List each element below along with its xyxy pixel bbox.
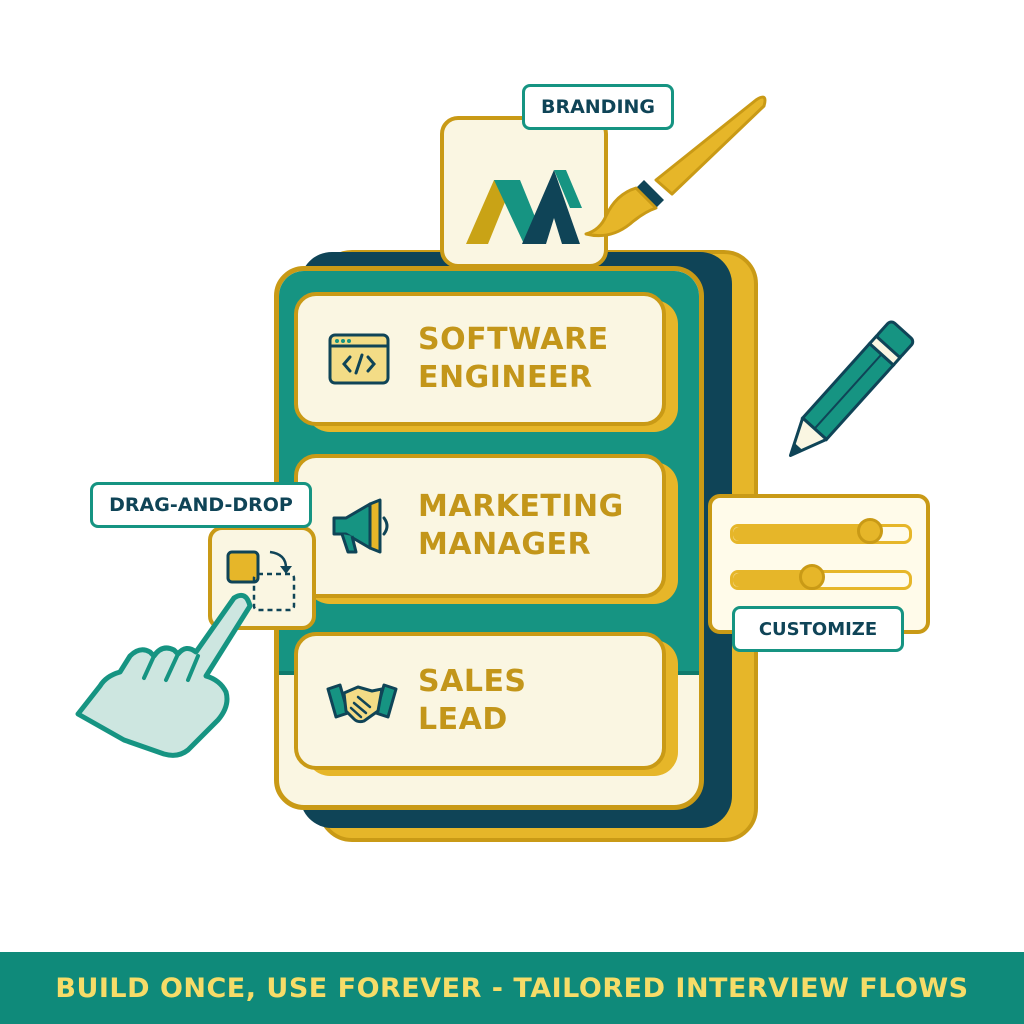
megaphone-icon <box>324 498 394 554</box>
slider-knob[interactable] <box>857 518 884 544</box>
footer-banner: BUILD ONCE, USE FOREVER - TAILORED INTER… <box>0 952 1024 1024</box>
branding-tile[interactable] <box>440 116 608 268</box>
drag-drop-tag: DRAG-AND-DROP <box>90 482 312 528</box>
slider-track[interactable] <box>730 524 912 544</box>
paintbrush-icon <box>584 95 767 238</box>
customize-tag: CUSTOMIZE <box>732 606 904 652</box>
slider-knob[interactable] <box>799 564 826 590</box>
role-card-sales-lead[interactable]: SALES LEAD <box>294 632 666 770</box>
banner-text: BUILD ONCE, USE FOREVER - TAILORED INTER… <box>55 972 969 1004</box>
pencil-icon <box>788 320 915 457</box>
role-card-marketing-manager[interactable]: MARKETING MANAGER <box>294 454 666 598</box>
branding-tag: BRANDING <box>522 84 674 130</box>
pointing-hand-icon <box>75 592 253 758</box>
role-title: MARKETING MANAGER <box>418 489 624 562</box>
brand-logo-icon <box>466 170 582 244</box>
role-title: SOFTWARE ENGINEER <box>418 322 609 395</box>
code-window-icon <box>324 331 394 387</box>
drag-drop-icon <box>226 550 296 612</box>
role-title: SALES LEAD <box>418 664 527 737</box>
handshake-icon <box>324 673 398 729</box>
role-card-software-engineer[interactable]: SOFTWARE ENGINEER <box>294 292 666 426</box>
